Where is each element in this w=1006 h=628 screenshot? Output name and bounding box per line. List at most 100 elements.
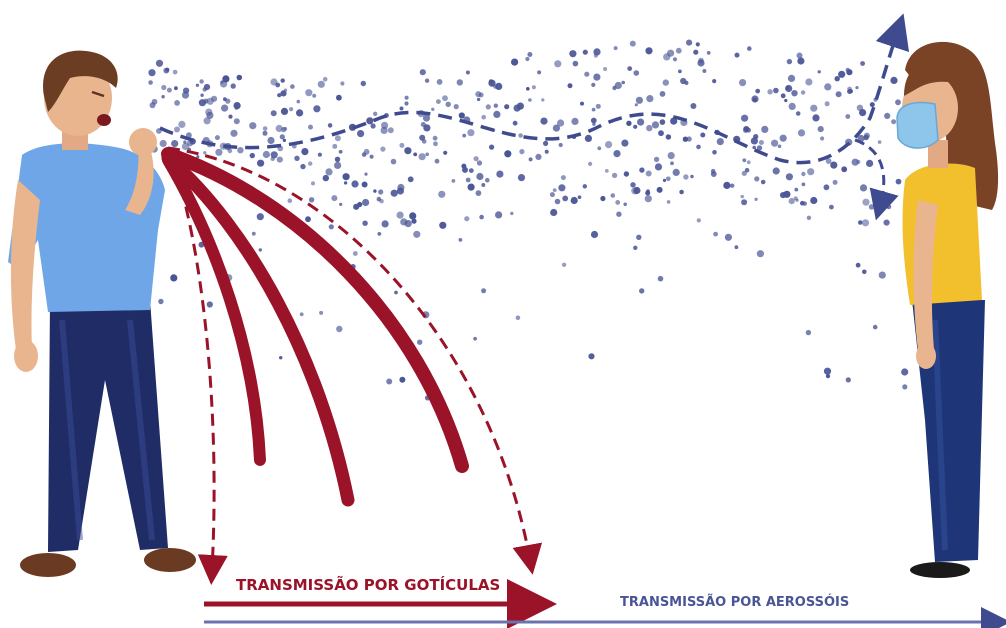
aerosol-particle	[493, 110, 501, 118]
aerosol-particle	[541, 98, 545, 102]
aerosol-particle	[230, 83, 236, 89]
aerosol-particle	[373, 189, 377, 193]
man-left-shoe	[20, 553, 76, 577]
aerosol-particle	[856, 159, 861, 164]
aerosol-particle	[262, 126, 268, 131]
aerosol-particle	[645, 47, 653, 55]
aerosol-particle	[801, 182, 806, 187]
aerosol-particle	[148, 80, 153, 85]
aerosol-particle	[174, 86, 178, 91]
aerosol-particle	[319, 310, 324, 315]
aerosol-branch-path	[854, 138, 899, 221]
aerosol-particle	[476, 160, 483, 166]
aerosol-particle	[433, 141, 438, 147]
aerosol-particle	[639, 288, 645, 294]
aerosol-particle	[690, 103, 697, 109]
aerosol-particle	[336, 94, 342, 101]
aerosol-particle	[883, 219, 890, 226]
aerosol-particle	[841, 166, 848, 173]
aerosol-particle	[396, 211, 404, 219]
aerosol-particle	[531, 85, 536, 90]
aerosol-particle	[424, 78, 430, 83]
droplet-trajectories	[161, 146, 543, 585]
aerosol-particle	[155, 59, 164, 67]
aerosol-particle	[290, 84, 295, 89]
aerosol-particle	[584, 134, 593, 142]
aerosol-particle	[684, 80, 689, 85]
aerosol-particle	[785, 86, 790, 90]
aerosol-particle	[636, 234, 642, 240]
aerosol-particle	[810, 196, 818, 205]
aerosol-particle	[611, 172, 618, 179]
aerosol-particle	[394, 290, 398, 295]
aerosol-particle	[270, 151, 278, 159]
aerosol-particle	[758, 140, 764, 145]
aerosol-particle	[716, 138, 724, 146]
aerosol-particle	[364, 172, 368, 176]
aerosol-particle	[234, 106, 238, 110]
aerosol-particle	[788, 102, 796, 110]
aerosol-particle	[287, 198, 293, 203]
aerosol-particle	[552, 188, 557, 193]
aerosol-particle	[666, 176, 671, 182]
aerosol-particle	[658, 130, 664, 137]
aerosol-particle	[570, 196, 578, 205]
aerosol-particle	[338, 149, 343, 154]
aerosol-particle	[834, 76, 840, 82]
aerosol-particle	[186, 140, 194, 147]
aerosol-particle	[544, 149, 549, 154]
aerosol-particle	[404, 101, 409, 106]
aerosol-particle	[613, 46, 618, 51]
aerosol-particle	[434, 158, 440, 164]
aerosol-particle	[518, 133, 523, 138]
aerosol-particle	[256, 213, 264, 221]
man-right-arm	[125, 148, 154, 215]
aerosol-particle	[800, 90, 806, 95]
aerosol-particle	[163, 67, 170, 74]
aerosol-particle	[752, 97, 757, 102]
aerosol-particle	[755, 88, 761, 94]
aerosol-particle	[468, 168, 474, 174]
aerosol-particle	[712, 79, 717, 84]
aerosol-particle	[679, 189, 684, 195]
aerosol-particle	[646, 189, 650, 193]
aerosol-particle	[196, 155, 200, 159]
aerosol-particle	[780, 93, 786, 99]
aerosol-particle	[317, 152, 322, 157]
aerosol-particle	[431, 107, 435, 112]
aerosol-particle	[390, 158, 397, 165]
aerosol-particle	[148, 69, 156, 77]
aerosol-particle	[476, 97, 481, 102]
aerosol-particle	[783, 190, 791, 198]
aerosol-particle	[361, 181, 368, 188]
aerosol-particle	[215, 148, 223, 156]
aerosol-particle	[807, 168, 815, 176]
aerosol-particle	[779, 134, 787, 142]
aerosol-particle	[824, 83, 832, 91]
aerosol-particle	[195, 83, 200, 88]
aerosol-particle	[884, 112, 891, 119]
aerosol-particle	[411, 218, 417, 224]
aerosol-particle	[327, 123, 333, 128]
aerosol-particle	[678, 69, 682, 74]
aerosol-particle	[760, 179, 766, 185]
aerosol-particle	[399, 142, 405, 148]
aerosol-particle	[635, 96, 644, 104]
aerosol-particle	[713, 231, 718, 237]
aerosol-particle	[805, 78, 813, 86]
aerosol-particle	[277, 93, 282, 98]
droplet-solid-2	[161, 151, 355, 507]
aerosol-particle	[386, 378, 393, 385]
aerosol-particle	[613, 150, 621, 158]
aerosol-particle	[855, 86, 859, 90]
aerosol-particle	[651, 121, 660, 129]
aerosol-particle	[526, 87, 530, 91]
aerosol-particle	[832, 179, 838, 185]
aerosol-particle	[895, 99, 901, 106]
aerosol-particle	[443, 150, 448, 155]
aerosol-particle	[308, 124, 313, 130]
aerosol-particle	[662, 178, 667, 182]
aerosol-particle	[746, 160, 751, 165]
aerosol-particle	[399, 376, 406, 383]
